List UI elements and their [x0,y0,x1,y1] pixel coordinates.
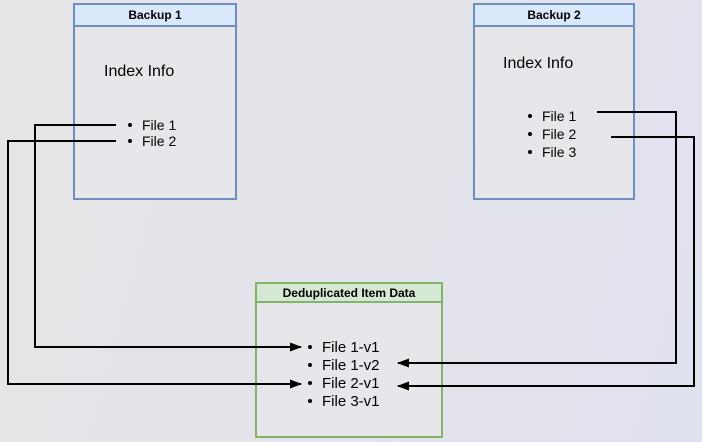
list-item-label: File 3-v1 [322,392,380,410]
bullet-icon [308,363,312,367]
list-item-label: File 1 [142,117,177,133]
list-item-label: File 3 [542,144,577,160]
list-item-label: File 2 [542,126,577,142]
backup1-index-info-label: Index Info [104,63,175,80]
list-item-label: File 2-v1 [322,374,380,392]
list-item: File 2 [528,125,576,143]
backup2-index-info-label: Index Info [503,55,574,72]
bullet-icon [308,381,312,385]
bullet-icon [528,150,532,154]
list-item: File 3-v1 [308,392,380,410]
backup1-title: Backup 1 [75,5,235,27]
backup2-file-list: File 1 File 2 File 3 [528,107,576,161]
bullet-icon [308,345,312,349]
list-item: File 2 [128,133,176,149]
bullet-icon [528,132,532,136]
bullet-icon [308,399,312,403]
backup2-box: Backup 2 Index Info File 1 File 2 File 3 [473,3,635,200]
bullet-icon [128,123,132,127]
list-item: File 2-v1 [308,374,380,392]
list-item: File 1 [128,117,176,133]
list-item: File 1 [528,107,576,125]
backup2-title: Backup 2 [475,5,633,27]
list-item: File 1-v2 [308,356,380,374]
list-item-label: File 1-v2 [322,356,380,374]
list-item: File 3 [528,143,576,161]
list-item-label: File 2 [142,133,177,149]
bullet-icon [528,114,532,118]
list-item-label: File 1 [542,108,577,124]
list-item-label: File 1-v1 [322,338,380,356]
bullet-icon [128,139,132,143]
list-item: File 1-v1 [308,338,380,356]
dedup-title: Deduplicated Item Data [257,284,441,303]
